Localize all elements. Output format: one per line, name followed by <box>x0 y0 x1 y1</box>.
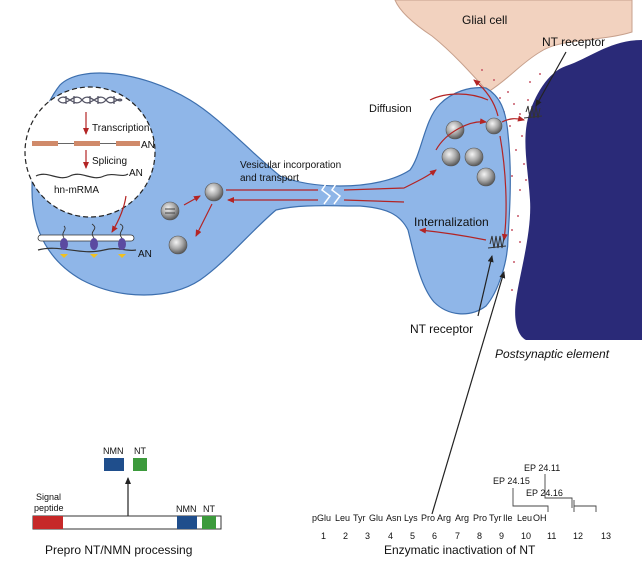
residue-label: Leu <box>517 513 532 523</box>
residue-label: Arg <box>437 513 451 523</box>
nt-receptor-top-label: NT receptor <box>542 35 605 49</box>
nmn-precursor-box <box>177 516 197 529</box>
nt-product-label: NT <box>134 446 146 456</box>
transport-label: and transport <box>240 173 299 184</box>
enzymatic-title: Enzymatic inactivation of NT <box>384 543 536 557</box>
axon-break-mark <box>330 183 342 205</box>
arrow-golgi <box>183 195 201 206</box>
nt-receptor-bottom-label: NT receptor <box>410 322 473 336</box>
ep-2411-label: EP 24.11 <box>524 463 560 473</box>
arrow-axon-transport-b <box>343 169 437 191</box>
receptor-pointer-top <box>535 51 567 107</box>
transcription-label: Transcription <box>92 123 149 134</box>
residue-label: Pro <box>473 513 487 523</box>
postsynaptic-label: Postsynaptic element <box>495 347 610 361</box>
position-number: 12 <box>573 531 583 541</box>
residue-label: Glu <box>369 513 383 523</box>
vesicular-label: Vesicular incorporation <box>240 160 341 171</box>
prepro-section: NMN NT Signal peptide NMN NT Prepro NT/N… <box>32 446 222 557</box>
signal-label-2: peptide <box>34 503 64 513</box>
nmn-product-box <box>104 458 124 471</box>
nt-precursor-box <box>202 516 216 529</box>
export-arrow <box>111 195 127 233</box>
position-number: 13 <box>601 531 611 541</box>
position-number: 8 <box>477 531 482 541</box>
residue-label: pGlu <box>312 513 331 523</box>
signal-peptide-box <box>33 516 63 529</box>
ep-2416-bracket <box>573 500 597 512</box>
vesicle <box>464 147 484 167</box>
nt-receptor-presynaptic-icon <box>487 235 507 249</box>
position-number: 7 <box>455 531 460 541</box>
residue-label: OH <box>533 513 547 523</box>
residue-label: Tyr <box>353 513 366 523</box>
residue-label: Leu <box>335 513 350 523</box>
ep-2411-bracket <box>544 474 573 508</box>
vesicle <box>204 182 224 202</box>
vesicle <box>160 201 180 221</box>
arrow-diffusion-left <box>429 93 489 101</box>
residue-label: Tyr <box>489 513 502 523</box>
position-number: 9 <box>499 531 504 541</box>
arrow-internalization <box>419 227 487 241</box>
internalization-label: Internalization <box>414 215 489 229</box>
arrow-diffusion-glia <box>473 79 499 117</box>
mrna-strand <box>35 173 129 179</box>
residue-label: Asn <box>386 513 402 523</box>
glial-cell <box>394 0 633 93</box>
signal-label-1: Signal <box>36 492 61 502</box>
prepro-title: Prepro NT/NMN processing <box>45 543 192 557</box>
position-number: 6 <box>432 531 437 541</box>
nmn-product-label: NMN <box>103 446 124 456</box>
dna-helix-icon <box>57 96 123 104</box>
ep-2416-label: EP 24.16 <box>526 488 563 498</box>
an-label-translation: AN <box>138 249 152 260</box>
diffusion-label: Diffusion <box>369 103 412 115</box>
axon-break-mark <box>320 183 332 205</box>
residue-label: Pro <box>421 513 435 523</box>
vesicle <box>476 167 496 187</box>
position-number: 1 <box>321 531 326 541</box>
glial-cell-label: Glial cell <box>462 13 507 27</box>
vesicle <box>168 235 188 255</box>
nmn-precursor-label: NMN <box>176 504 197 514</box>
vesicle <box>441 147 461 167</box>
nucleus <box>24 86 156 218</box>
vesicle-release <box>485 117 503 135</box>
position-number: 2 <box>343 531 348 541</box>
arrow-axon-retro <box>343 199 405 203</box>
position-number: 11 <box>547 531 556 541</box>
arrow-release <box>435 118 487 151</box>
position-number: 10 <box>521 531 531 541</box>
enzymatic-pointer <box>431 271 506 515</box>
residue-label: Arg <box>455 513 469 523</box>
ep-2415-label: EP 24.15 <box>493 476 530 486</box>
residue-label: Lys <box>404 513 418 523</box>
an-label-mrna: AN <box>129 168 143 179</box>
nt-precursor-label: NT <box>203 504 215 514</box>
postsynaptic-element <box>515 40 642 340</box>
position-number: 4 <box>388 531 393 541</box>
gene-exons <box>32 141 140 146</box>
arrow-diffusion-down <box>499 135 508 241</box>
arrow-to-receptor <box>501 115 525 123</box>
position-number: 3 <box>365 531 370 541</box>
receptor-pointer-bottom <box>477 255 494 317</box>
ribosome-strip <box>37 223 137 258</box>
nt-receptor-postsynaptic-icon <box>523 105 543 119</box>
arrow-soma-down <box>195 203 213 237</box>
ep-2415-bracket <box>512 488 549 512</box>
position-number: 5 <box>410 531 415 541</box>
splicing-label: Splicing <box>92 156 127 167</box>
hn-mrna-label: hn-mRMA <box>54 185 99 196</box>
an-label-gene: AN <box>141 140 155 151</box>
residue-label: Ile <box>503 513 513 523</box>
nt-product-box <box>133 458 147 471</box>
